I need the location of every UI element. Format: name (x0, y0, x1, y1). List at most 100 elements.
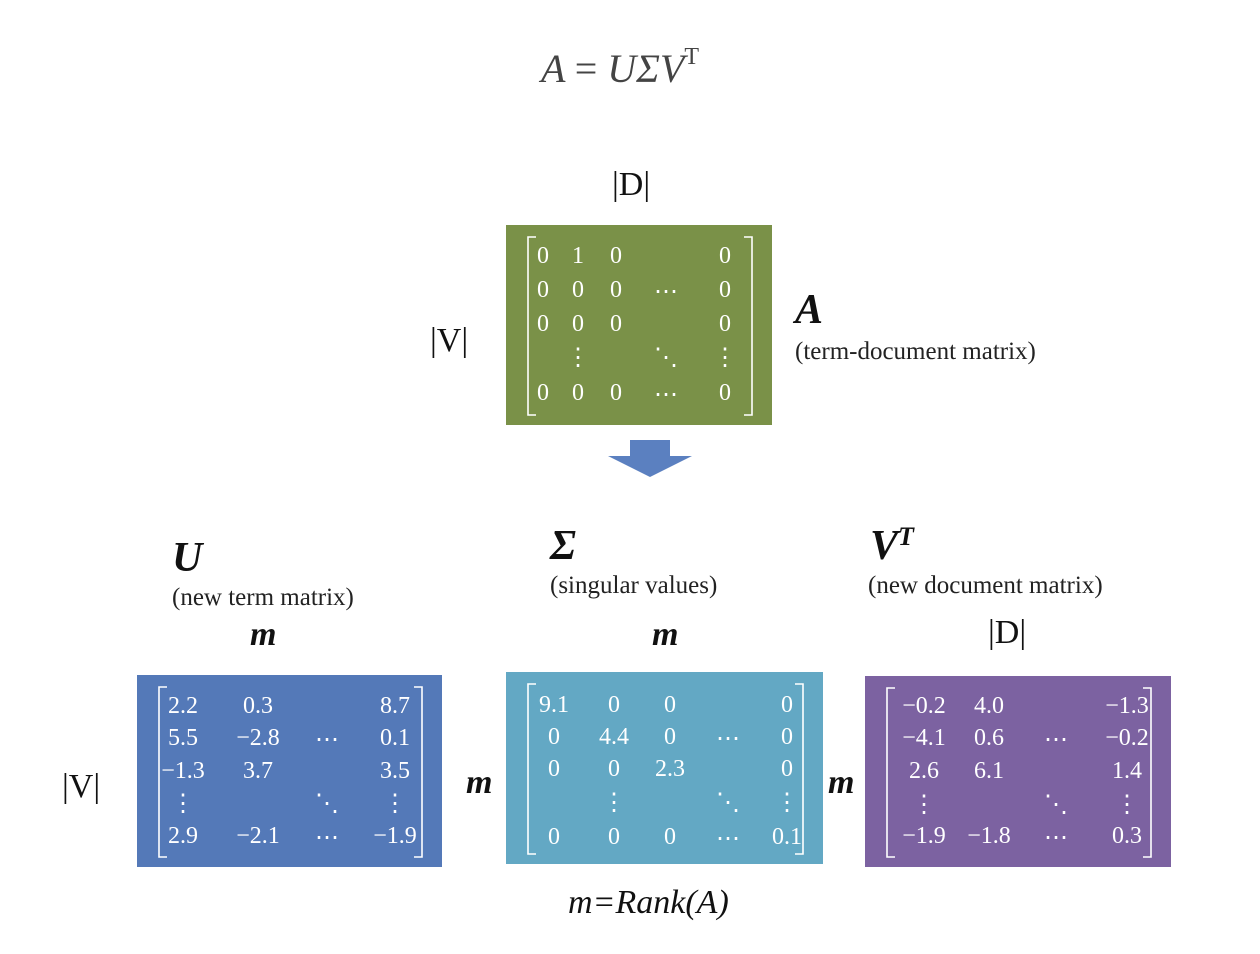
matrix-cell: ⋮ (566, 345, 590, 371)
matrix-cell: ⋮ (1115, 792, 1139, 818)
matrix-cell: 0 (608, 756, 620, 782)
matrix-cell: −1.8 (967, 823, 1011, 849)
matrix-cell: 5.5 (168, 725, 198, 751)
matrix-sigma-cols-label: m (652, 616, 679, 653)
right-bracket (414, 686, 423, 858)
matrix-vt-cols-label: |D| (988, 614, 1027, 651)
matrix-cell: 0 (610, 277, 622, 303)
matrix-cell: ⋱ (716, 790, 740, 816)
matrix-cell: 0 (719, 311, 731, 337)
matrix-cell: 0 (572, 311, 584, 337)
matrix-cell: 0.1 (380, 725, 410, 751)
matrix-cell: 0 (537, 277, 549, 303)
matrix-cell: 0 (781, 756, 793, 782)
matrix-cell: 0 (548, 824, 560, 850)
matrix-cell: 2.2 (168, 693, 198, 719)
matrix-cell: −0.2 (1105, 725, 1149, 751)
down-arrow-icon (608, 440, 692, 477)
matrix-cell: ⋮ (171, 791, 195, 817)
matrix-cell: ⋮ (713, 345, 737, 371)
left-bracket (886, 687, 895, 858)
formula-rhs: UΣV (607, 46, 685, 91)
matrix-cell: ⋮ (775, 790, 799, 816)
matrix-cell: 0 (781, 692, 793, 718)
matrix-cell: 0 (572, 277, 584, 303)
matrix-cell: 0 (610, 380, 622, 406)
matrix-vt-subtitle: (new document matrix) (868, 572, 1103, 599)
matrix-cell: −1.3 (1105, 693, 1149, 719)
matrix-cell: 2.6 (909, 758, 939, 784)
matrix-cell: 0 (610, 243, 622, 269)
matrix-u-cols-label: m (250, 616, 277, 653)
matrix-cell: 4.0 (974, 693, 1004, 719)
right-bracket (795, 683, 804, 855)
matrix-vt-name: VT (870, 522, 914, 569)
matrix-cell: 0 (664, 724, 676, 750)
matrix-cell: −0.2 (902, 693, 946, 719)
matrix-cell: 0 (537, 243, 549, 269)
matrix-u-rows-label: |V| (62, 768, 101, 805)
matrix-cell: 9.1 (539, 692, 569, 718)
matrix-cell: ⋯ (716, 826, 740, 852)
matrix-cell: 1 (572, 243, 584, 269)
matrix-cell: ⋱ (654, 345, 678, 371)
left-bracket (158, 686, 167, 858)
matrix-u-name: U (172, 535, 203, 581)
matrix-cell: ⋯ (654, 279, 678, 305)
matrix-cell: 0.3 (1112, 823, 1142, 849)
matrix-cell: −1.9 (902, 823, 946, 849)
matrix-cell: ⋯ (1044, 727, 1068, 753)
formula-lhs: A (540, 46, 565, 91)
matrix-cell: 0 (781, 724, 793, 750)
matrix-sigma-rows-label: m (466, 764, 493, 801)
matrix-cell: 2.9 (168, 823, 198, 849)
u-brackets (158, 686, 423, 858)
matrix-cell: 0 (664, 824, 676, 850)
formula-equals: = (574, 46, 598, 91)
matrix-cell: −2.8 (236, 725, 280, 751)
matrix-cell: 0.3 (243, 693, 273, 719)
s-brackets (527, 683, 804, 855)
matrix-cell: 0 (608, 692, 620, 718)
matrix-cell: ⋱ (1044, 792, 1068, 818)
matrix-a-name: A (795, 287, 824, 333)
matrix-cell: 3.7 (243, 758, 273, 784)
matrix-cell: 8.7 (380, 693, 410, 719)
matrix-cell: 3.5 (380, 758, 410, 784)
matrix-cell: 0.1 (772, 824, 802, 850)
matrix-cell: ⋯ (315, 825, 339, 851)
vt-brackets (886, 687, 1152, 858)
matrix-cell: ⋯ (1044, 825, 1068, 851)
matrix-vt-superscript: T (898, 522, 914, 551)
matrix-cell: 0 (548, 724, 560, 750)
right-bracket (744, 236, 753, 416)
matrix-cell: ⋯ (654, 382, 678, 408)
matrix-cell: 0.6 (974, 725, 1004, 751)
matrix-cell: 0 (572, 380, 584, 406)
matrix-cell: 0 (537, 311, 549, 337)
matrix-cell: ⋮ (912, 792, 936, 818)
right-bracket (1143, 687, 1152, 858)
matrix-cell: 0 (664, 692, 676, 718)
matrix-cell: 6.1 (974, 758, 1004, 784)
matrix-cell: −4.1 (902, 725, 946, 751)
matrix-cell: ⋮ (383, 791, 407, 817)
top-cols-label: |D| (612, 166, 651, 203)
svd-formula: A = UΣVT (0, 44, 1240, 92)
matrix-cell: 2.3 (655, 756, 685, 782)
matrix-cell: ⋱ (315, 791, 339, 817)
matrix-cell: 0 (608, 824, 620, 850)
matrix-cell: ⋯ (315, 727, 339, 753)
matrix-vt-rows-label: m (828, 764, 855, 801)
matrix-cell: 0 (548, 756, 560, 782)
rank-note: m=Rank(A) (568, 884, 729, 921)
matrix-cell: 0 (719, 277, 731, 303)
matrix-cell: −1.9 (373, 823, 417, 849)
matrix-sigma-subtitle: (singular values) (550, 572, 718, 599)
matrix-cell: 0 (610, 311, 622, 337)
matrix-cell: 0 (537, 380, 549, 406)
matrix-cell: 1.4 (1112, 758, 1142, 784)
matrix-cell: −1.3 (161, 758, 205, 784)
